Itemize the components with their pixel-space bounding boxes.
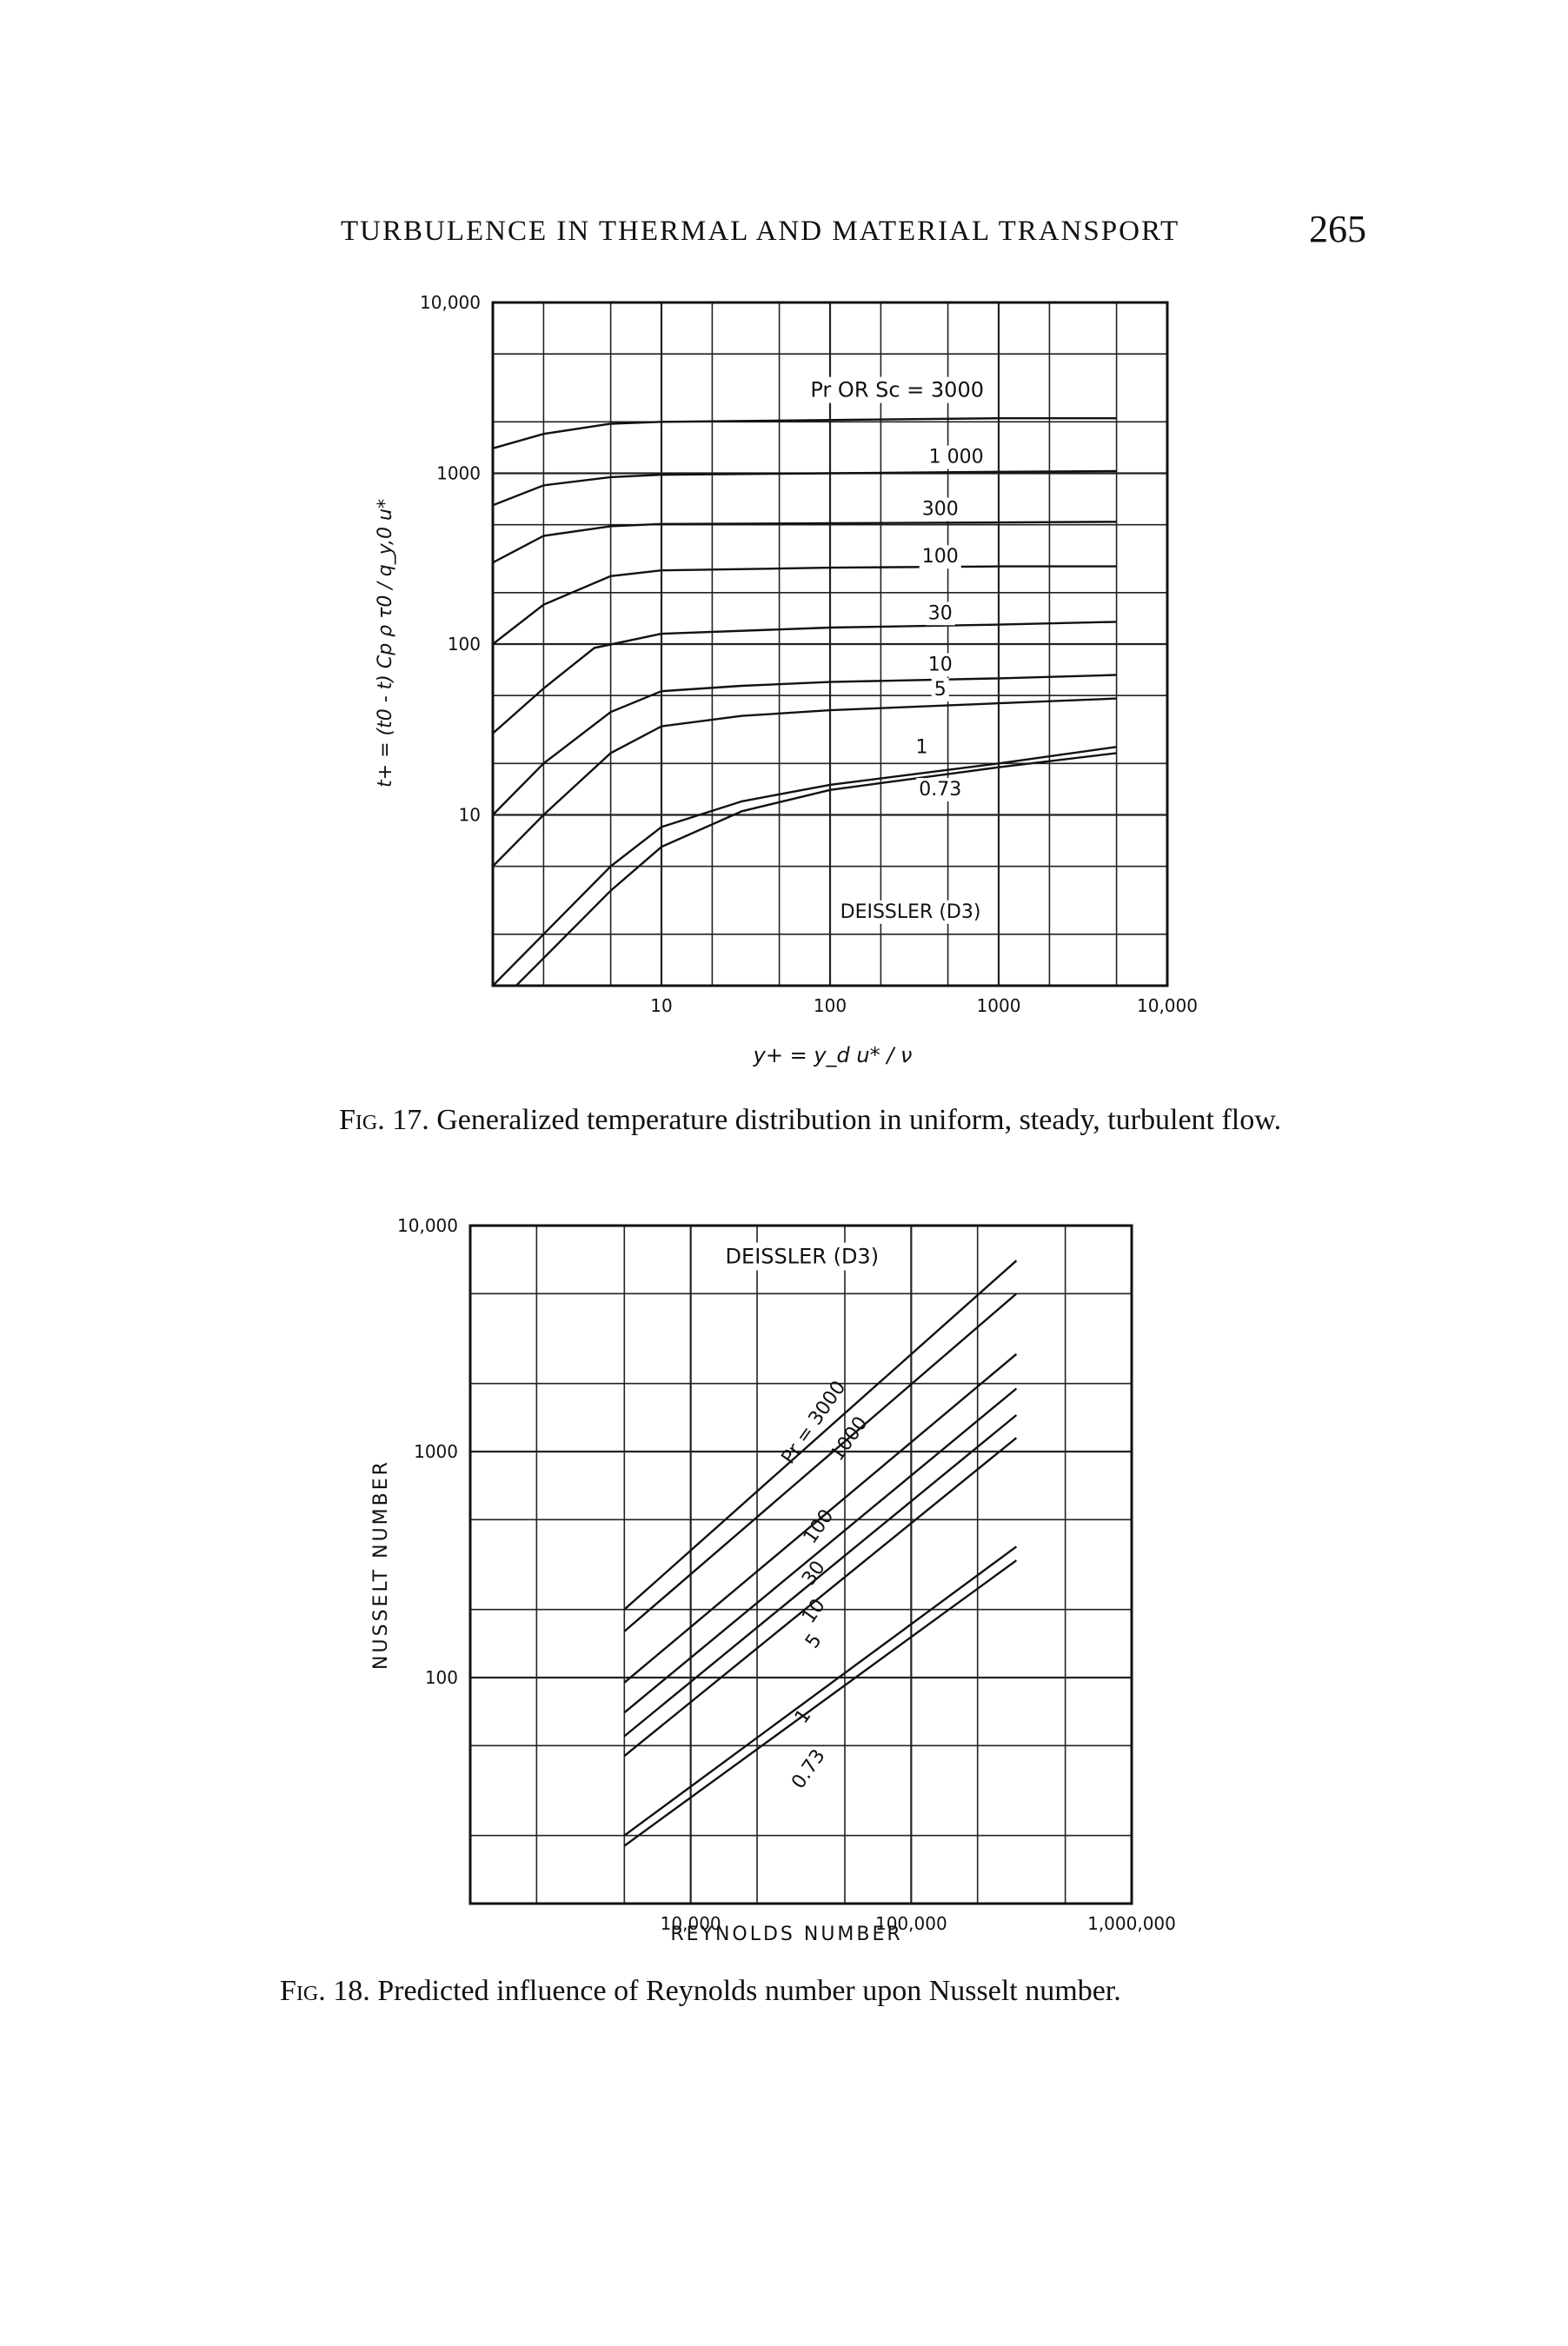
series-line-100	[623, 1352, 1018, 1684]
y-axis-label: NUSSELT NUMBER	[370, 1459, 392, 1670]
chart-annotation: 30	[798, 1557, 830, 1589]
y-tick-label: 100	[448, 634, 481, 655]
annotation-background	[926, 445, 987, 469]
figure-17-label: Fig. 17.	[339, 1104, 429, 1136]
chart-annotation: 10	[928, 654, 953, 675]
chart-annotation: 5	[934, 679, 947, 701]
figure-18-label: Fig. 18.	[280, 1975, 370, 2007]
chart-annotation: 1 000	[929, 447, 984, 469]
figure-17-caption-text: Generalized temperature distribution in …	[436, 1104, 1282, 1136]
annotation-background	[916, 778, 965, 802]
annotation-background	[931, 678, 949, 702]
figure-18-caption: Fig. 18. Predicted influence of Reynolds…	[280, 1975, 1121, 2008]
y-tick-label: 1000	[436, 463, 481, 484]
chart-annotation: 5	[801, 1630, 827, 1652]
series-line-10	[623, 1414, 1018, 1738]
annotation-background	[837, 900, 984, 924]
chart-annotation: 1000	[827, 1412, 873, 1465]
x-tick-label: 10	[650, 995, 672, 1016]
series-line-3000	[493, 417, 1117, 449]
chart-annotation: 100	[922, 546, 959, 568]
chart-annotation: 10	[798, 1595, 830, 1627]
x-axis-label: REYNOLDS NUMBER	[670, 1924, 902, 1945]
series-line-0_73	[515, 752, 1117, 986]
x-tick-label: 100	[814, 995, 847, 1016]
chart-annotation: 0.73	[919, 779, 961, 801]
series-line-300	[493, 521, 1117, 564]
annotation-background	[925, 653, 955, 677]
annotation-background	[919, 545, 961, 569]
series-line-30	[623, 1387, 1018, 1714]
series-line-1000	[493, 469, 1117, 507]
x-tick-label: 10,000	[1137, 995, 1198, 1016]
chart-annotation: Pr OR Sc = 3000	[810, 378, 984, 402]
page-number: 265	[1309, 208, 1366, 250]
x-tick-label: 1,000,000	[1087, 1913, 1176, 1934]
x-axis-label: y+ = y_d u* / ν	[753, 1043, 913, 1067]
chart-annotation: 1	[916, 736, 928, 758]
x-tick-label: 100,000	[875, 1913, 947, 1934]
chart-annotation: DEISSLER (D3)	[726, 1245, 880, 1269]
series-line-1000	[623, 1293, 1018, 1632]
chart-annotation: 300	[922, 498, 959, 520]
annotation-background	[721, 1242, 883, 1271]
series-line-100	[493, 565, 1117, 645]
y-axis-label: t+ = (t0 - t) Cp ρ τ0 / q_y,0 u*	[375, 499, 396, 788]
series-line-10	[493, 674, 1117, 816]
page-header: TURBULENCE IN THERMAL AND MATERIAL TRANS…	[341, 207, 1366, 259]
x-tick-label: 10,000	[661, 1913, 721, 1934]
series-line-5	[623, 1437, 1018, 1758]
running-head: TURBULENCE IN THERMAL AND MATERIAL TRANS…	[341, 216, 1180, 247]
chart-annotation: DEISSLER (D3)	[840, 901, 981, 923]
x-tick-label: 1000	[977, 995, 1021, 1016]
y-tick-label: 1000	[414, 1441, 458, 1462]
annotation-background	[807, 376, 987, 403]
series-line-0_73	[623, 1559, 1018, 1847]
annotation-background	[913, 735, 931, 760]
annotation-background	[925, 601, 955, 626]
plot-frame	[468, 1224, 1133, 1905]
y-tick-label: 10	[459, 805, 481, 826]
series-line-1	[493, 746, 1117, 986]
y-tick-label: 10,000	[397, 1215, 458, 1236]
chart-annotation: 0.73	[787, 1745, 830, 1792]
y-tick-label: 100	[425, 1667, 458, 1688]
series-line-30	[493, 621, 1117, 734]
figure-18-caption-text: Predicted influence of Reynolds number u…	[377, 1975, 1121, 2007]
chart-annotation: 30	[928, 602, 953, 624]
series-line-1	[623, 1545, 1018, 1837]
annotation-background	[919, 497, 961, 522]
series-line-5	[493, 697, 1117, 867]
series-line-3000	[623, 1259, 1018, 1611]
figure-17-caption: Fig. 17. Generalized temperature distrib…	[339, 1104, 1281, 1137]
y-tick-label: 10,000	[420, 292, 481, 313]
